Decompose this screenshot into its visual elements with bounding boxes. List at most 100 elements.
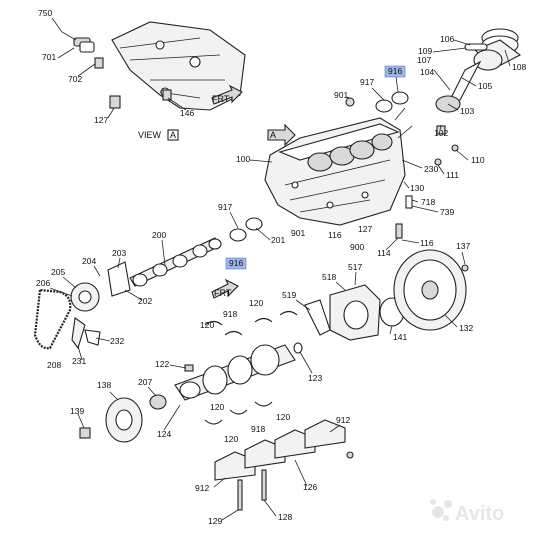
callout-750: 750 xyxy=(38,8,52,18)
tensioner-231 xyxy=(71,317,86,350)
callout-202: 202 xyxy=(138,296,152,306)
callout-128: 128 xyxy=(278,512,292,522)
callout-912-right: 912 xyxy=(336,415,350,425)
engine-block xyxy=(264,117,406,226)
callout-110: 110 xyxy=(471,155,485,165)
bolt-137 xyxy=(461,264,469,272)
callout-108: 108 xyxy=(512,62,526,72)
callout-127-mid: 127 xyxy=(358,224,372,234)
frt-arrow-icon xyxy=(211,84,243,105)
callout-231: 231 xyxy=(72,356,86,366)
callout-104: 104 xyxy=(420,67,434,77)
callout-120-b: 120 xyxy=(200,320,214,330)
callout-124: 124 xyxy=(157,429,171,439)
plug-146 xyxy=(162,89,172,101)
callout-900: 900 xyxy=(350,242,364,252)
main-bearings-lower-918 xyxy=(204,401,273,425)
avito-watermark: Avito xyxy=(430,499,504,525)
callout-137: 137 xyxy=(456,241,470,251)
callout-labels: 750 701 702 127 146 106 109 107 104 105 … xyxy=(36,8,526,526)
frt-arrow-mid-icon xyxy=(211,278,239,299)
flywheel-132 xyxy=(393,249,467,331)
callout-138: 138 xyxy=(97,380,111,390)
callout-201: 201 xyxy=(271,235,285,245)
callout-207: 207 xyxy=(138,377,152,387)
callout-141: 141 xyxy=(393,332,407,342)
a-arrow-label: A xyxy=(270,130,276,140)
frt-label: FRT xyxy=(212,94,230,104)
callout-204: 204 xyxy=(82,256,96,266)
callout-206: 206 xyxy=(36,278,50,288)
callout-111: 111 xyxy=(446,170,459,180)
sensor-114 xyxy=(395,223,403,239)
callout-230: 230 xyxy=(424,164,438,174)
callout-208: 208 xyxy=(47,360,61,370)
crankshaft-124 xyxy=(174,344,296,401)
pilot-123 xyxy=(293,342,303,354)
highlight-916-top xyxy=(384,65,406,78)
callout-122: 122 xyxy=(155,359,169,369)
callout-702: 702 xyxy=(68,74,82,84)
callout-130: 130 xyxy=(410,183,424,193)
crank-sprocket-207 xyxy=(149,394,167,410)
callout-120-d: 120 xyxy=(276,412,290,422)
callout-109: 109 xyxy=(418,46,432,56)
callout-139: 139 xyxy=(70,406,84,416)
callout-200: 200 xyxy=(152,230,166,240)
callout-120-c: 120 xyxy=(224,434,238,444)
callout-106: 106 xyxy=(440,34,454,44)
callout-912-left: 912 xyxy=(195,483,209,493)
bolt-127 xyxy=(109,95,121,109)
callout-518: 518 xyxy=(322,272,336,282)
camshaft xyxy=(129,237,222,287)
leader-lines xyxy=(49,17,511,521)
callout-205: 205 xyxy=(51,267,65,277)
sprocket-205 xyxy=(70,282,100,312)
callout-916-top: 916 xyxy=(388,66,402,76)
callout-918-upper: 918 xyxy=(223,309,237,319)
callout-120-e: 120 xyxy=(210,402,224,412)
bolt-139 xyxy=(79,427,91,439)
watermark-text: Avito xyxy=(455,503,504,525)
bolt-128 xyxy=(261,469,267,501)
callout-901-top: 901 xyxy=(334,90,348,100)
callout-132: 132 xyxy=(459,323,473,333)
bolt-912 xyxy=(346,451,354,459)
callout-918-lower: 918 xyxy=(251,424,265,434)
cam-bearings-917-916 xyxy=(229,217,263,242)
callout-127-top: 127 xyxy=(94,115,108,125)
rear-cover-518 xyxy=(329,284,381,341)
callout-103: 103 xyxy=(460,106,474,116)
callout-123: 123 xyxy=(308,373,322,383)
callout-917-top: 917 xyxy=(360,77,374,87)
rear-gasket-519 xyxy=(304,299,331,336)
piston-assembly xyxy=(435,28,522,113)
a-arrow-icon xyxy=(267,123,296,147)
callout-120-a: 120 xyxy=(249,298,263,308)
bolt-702 xyxy=(94,57,104,69)
callout-107: 107 xyxy=(417,55,431,65)
callout-203: 203 xyxy=(112,248,126,258)
damper-232 xyxy=(84,329,101,346)
view-ref: A xyxy=(170,130,176,140)
callout-146: 146 xyxy=(180,108,194,118)
main-caps-126 xyxy=(214,419,346,481)
thrust-plate-203 xyxy=(107,261,131,297)
view-label: VIEW xyxy=(138,130,162,140)
callout-739: 739 xyxy=(440,207,454,217)
frt-mid-label: FRT xyxy=(214,288,232,298)
view-box xyxy=(167,129,179,141)
balancer-138 xyxy=(105,397,143,443)
callout-105: 105 xyxy=(478,81,492,91)
callout-917-mid: 917 xyxy=(218,202,232,212)
callout-116-mid: 116 xyxy=(328,230,342,240)
callout-114: 114 xyxy=(377,248,391,258)
callout-701: 701 xyxy=(42,52,56,62)
callout-718: 718 xyxy=(421,197,435,207)
callout-100: 100 xyxy=(236,154,250,164)
pin-718 xyxy=(405,195,413,209)
callout-129: 129 xyxy=(208,516,222,526)
bearing-shells-916 xyxy=(375,91,409,113)
highlight-916-mid xyxy=(225,257,247,270)
